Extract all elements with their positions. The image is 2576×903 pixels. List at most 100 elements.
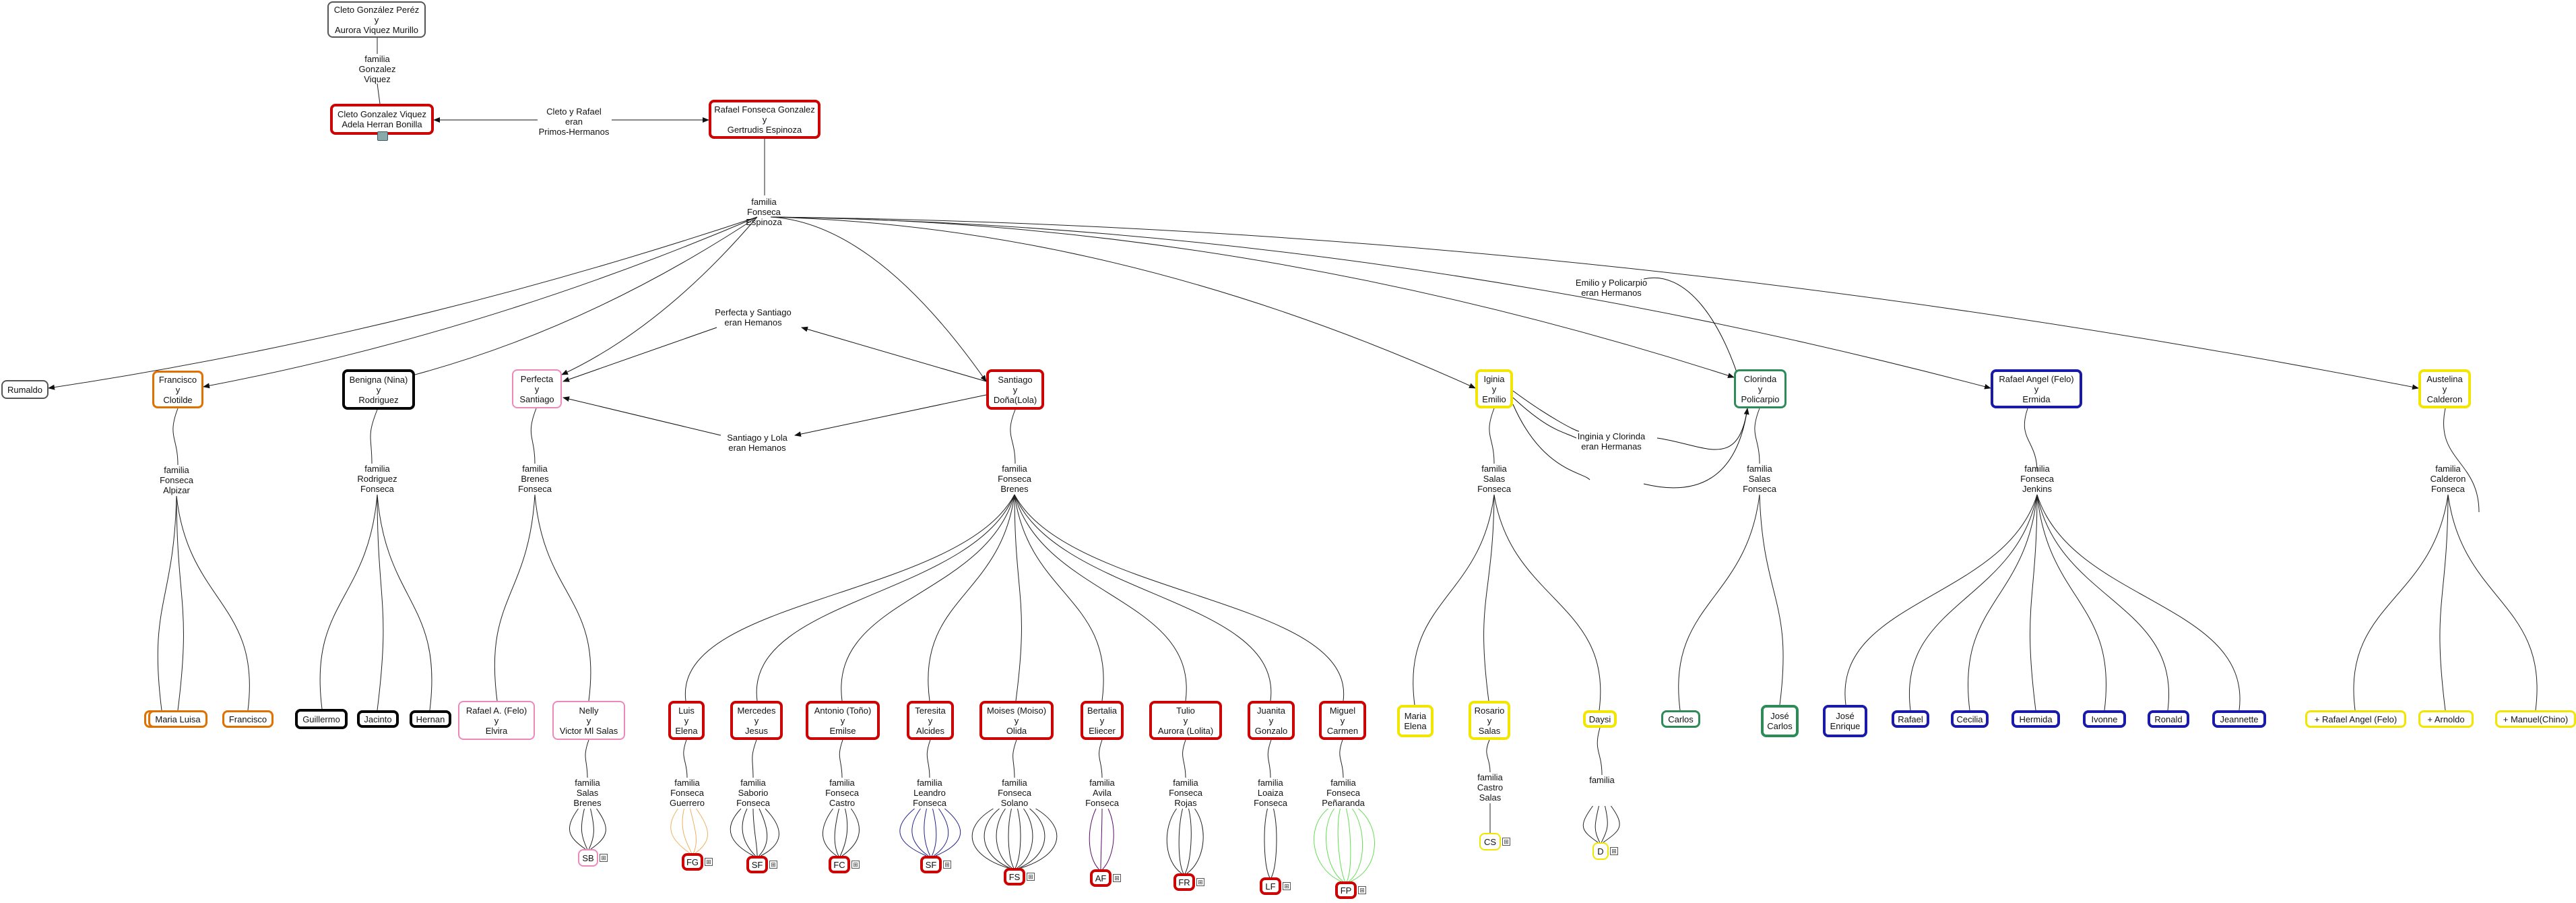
person-node-arnoldo[interactable]: + Arnoldo <box>2418 710 2474 728</box>
person-node-carlos[interactable]: Carlos <box>1661 710 1700 728</box>
connector-line <box>1413 494 1495 706</box>
expand-icon[interactable]: ⊞ <box>1196 878 1204 886</box>
expand-icon[interactable]: ⊞ <box>1113 874 1121 882</box>
label-text-line: Saborio <box>738 788 769 798</box>
photo-icon[interactable] <box>377 131 388 141</box>
person-node-d[interactable]: D <box>1592 842 1609 860</box>
expand-icon[interactable]: ⊞ <box>705 858 713 866</box>
node-text-line: Clotilde <box>163 394 193 405</box>
person-node-guillermo[interactable]: Guillermo <box>295 709 348 729</box>
node-text-line: FG <box>686 857 699 867</box>
expand-icon[interactable]: ⊞ <box>1283 882 1291 890</box>
connector-line <box>1493 494 1601 711</box>
person-node-sf[interactable]: SF <box>746 856 768 873</box>
connector-line <box>924 808 931 857</box>
person-node-maria-luisa[interactable]: Maria Luisa <box>148 710 207 728</box>
node-text-line: y <box>534 383 540 394</box>
label-text-line: familia <box>1330 778 1356 788</box>
expand-icon[interactable]: ⊞ <box>769 861 777 869</box>
expand-icon[interactable]: ⊞ <box>1610 847 1618 855</box>
connector-line <box>1099 739 1103 778</box>
person-node-rafael-b[interactable]: Rafael <box>1892 710 1929 728</box>
label-text-line: familia <box>1173 778 1198 788</box>
person-node-hermida[interactable]: Hermida <box>2011 710 2060 728</box>
person-node-jeannette[interactable]: Jeannette <box>2212 710 2266 728</box>
expand-icon[interactable]: ⊞ <box>851 861 860 869</box>
expand-icon[interactable]: ⊞ <box>1027 873 1035 881</box>
person-node-cecilia[interactable]: Cecilia <box>1951 710 1989 728</box>
person-node-jacinto[interactable]: Jacinto <box>357 710 399 728</box>
expand-icon[interactable]: ⊞ <box>943 861 951 869</box>
person-node-lf[interactable]: LF <box>1260 877 1281 895</box>
node-text-line: Gonzalo <box>1254 725 1288 736</box>
node-text-line: Policarpio <box>1741 394 1780 404</box>
connector-line <box>203 216 758 389</box>
person-node-daysi[interactable]: Daysi <box>1583 710 1617 728</box>
person-node-fc[interactable]: FC <box>829 856 850 873</box>
node-text-line: Eliecer <box>1089 725 1116 736</box>
person-node-cs[interactable]: CS <box>1479 833 1501 850</box>
person-node-af[interactable]: AF <box>1090 869 1112 887</box>
connector-line <box>690 808 697 854</box>
person-node-fs[interactable]: FS <box>1004 868 1025 885</box>
label-text-line: Salas <box>1483 474 1506 484</box>
label-text-line: familia <box>674 778 700 788</box>
node-text-line: y <box>2034 383 2039 394</box>
label-text-line: Fonseca <box>998 788 1031 798</box>
person-node-fg[interactable]: FG <box>682 853 703 871</box>
person-node-fr[interactable]: FR <box>1173 873 1195 891</box>
expand-icon[interactable]: ⊞ <box>1358 886 1366 894</box>
connector-line <box>2447 494 2538 711</box>
expand-icon[interactable]: ⊞ <box>600 854 608 862</box>
label-text-line: familia <box>1481 464 1507 474</box>
node-text-line: Aurora Viquez Murillo <box>334 24 419 35</box>
node-text-line: Gertrudis Espinoza <box>727 124 802 135</box>
node-text-line: Daysi <box>1588 714 1611 724</box>
person-node-ronald[interactable]: Ronald <box>2148 710 2189 728</box>
connector-line <box>1010 409 1016 464</box>
expand-icon[interactable]: ⊞ <box>1502 838 1510 846</box>
person-node-fp[interactable]: FP <box>1335 881 1357 899</box>
person-node-hernan[interactable]: Hernan <box>410 710 451 728</box>
person-node-sf2[interactable]: SF <box>920 856 942 873</box>
person-node-manuel[interactable]: + Manuel(Chino) <box>2495 710 2576 728</box>
person-node-rumaldo[interactable]: Rumaldo <box>1 380 49 399</box>
person-node-sb[interactable]: SB <box>578 849 598 867</box>
label-text-line: Fonseca <box>736 798 770 808</box>
person-node-ivonne[interactable]: Ivonne <box>2083 710 2126 728</box>
person-node-felo-cross[interactable]: + Rafael Angel (Felo) <box>2305 710 2406 728</box>
person-node-francisco2[interactable]: Francisco <box>222 710 273 728</box>
label-text-line: Santiago y Lola <box>727 433 787 443</box>
connector-line <box>176 495 250 711</box>
